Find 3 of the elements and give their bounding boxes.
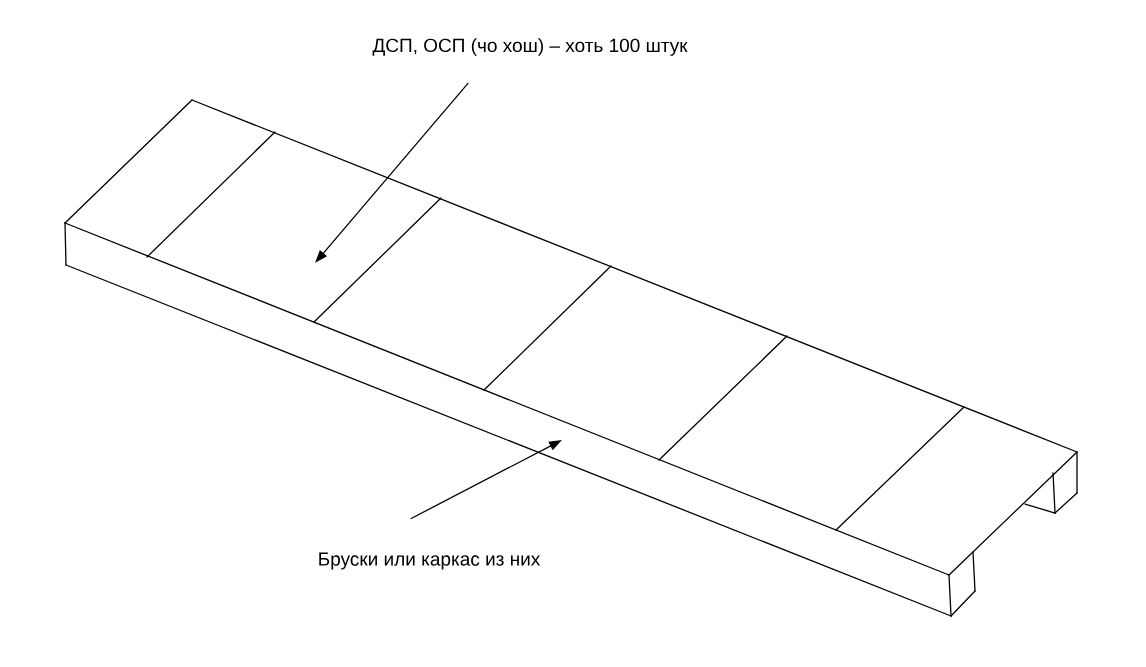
leader-arrow [315, 82, 469, 263]
annotation-text: Бруски или каркас из них [319, 552, 541, 570]
annotation-text: ДСП, ОСП (чо хош) – хоть 100 штук [372, 38, 688, 56]
